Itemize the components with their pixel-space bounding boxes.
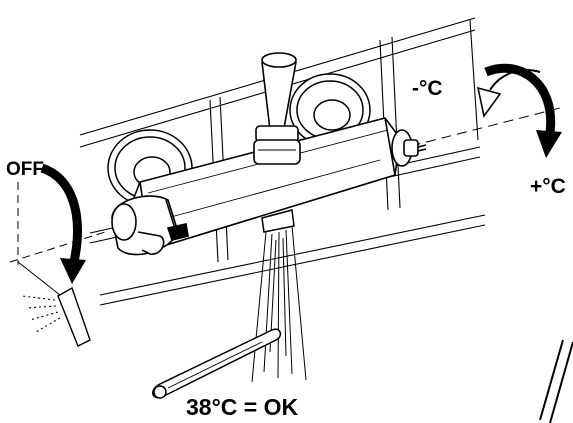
hand-shower-icon [21,286,91,347]
bottom-outlet [261,209,295,233]
thermometer [152,328,282,399]
off-arrow-head [60,258,86,284]
cooler-arrow-head [476,86,502,118]
cooler-label: -°C [412,77,443,100]
warmer-label: +°C [530,175,566,198]
warmer-arrow [484,63,556,133]
thermostat-knob [391,129,427,167]
reference-lines [9,107,561,296]
off-label: OFF [6,159,44,180]
flow-control-handle [111,195,189,256]
off-arrow [40,163,82,263]
target-temperature-label: 38°C = OK [186,394,299,420]
warmer-arrow-head [536,130,562,158]
shower-outlet [253,52,301,165]
partial-pipe [539,339,573,423]
water-stream [251,225,307,383]
